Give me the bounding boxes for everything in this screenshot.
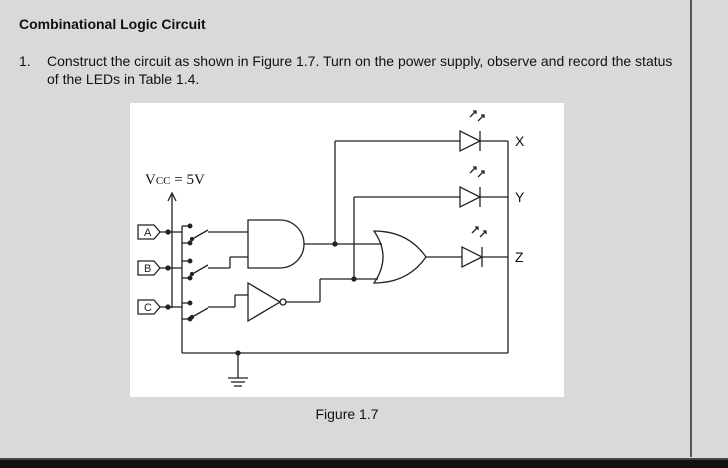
vcc-arrow xyxy=(167,191,177,202)
section-title: Combinational Logic Circuit xyxy=(19,16,206,32)
figure-caption: Figure 1.7 xyxy=(315,406,379,422)
panel-right-border xyxy=(690,0,692,457)
output-label-z: Z xyxy=(515,249,524,265)
supply-symbol: V xyxy=(145,172,156,188)
and-gate xyxy=(247,219,305,269)
input-label-b: B xyxy=(144,263,151,275)
input-terminal-b xyxy=(137,260,161,276)
not-gate xyxy=(247,281,287,323)
led-y xyxy=(459,166,508,209)
input-terminal-a xyxy=(137,224,161,240)
step-text: Construct the circuit as shown in Figure… xyxy=(47,53,673,87)
bottom-divider xyxy=(0,458,728,468)
step-number: 1. xyxy=(19,53,31,69)
led-z xyxy=(461,226,508,269)
ground-symbol xyxy=(228,350,248,387)
circuit-figure: A B C xyxy=(130,103,564,397)
switch-c xyxy=(182,300,209,322)
switch-b xyxy=(182,258,209,281)
circuit-diagram: A B C xyxy=(137,110,509,387)
input-label-c: C xyxy=(144,302,152,314)
input-terminal-c xyxy=(137,299,161,315)
supply-subscript: CC xyxy=(155,175,171,187)
input-label-a: A xyxy=(144,227,152,239)
or-gate xyxy=(372,230,427,284)
supply-value: = 5V xyxy=(170,172,205,188)
led-x xyxy=(459,110,508,153)
switch-a xyxy=(182,223,209,246)
output-label-y: Y xyxy=(515,189,525,205)
supply-label: VCC = 5V xyxy=(145,172,205,189)
output-label-x: X xyxy=(515,133,525,149)
